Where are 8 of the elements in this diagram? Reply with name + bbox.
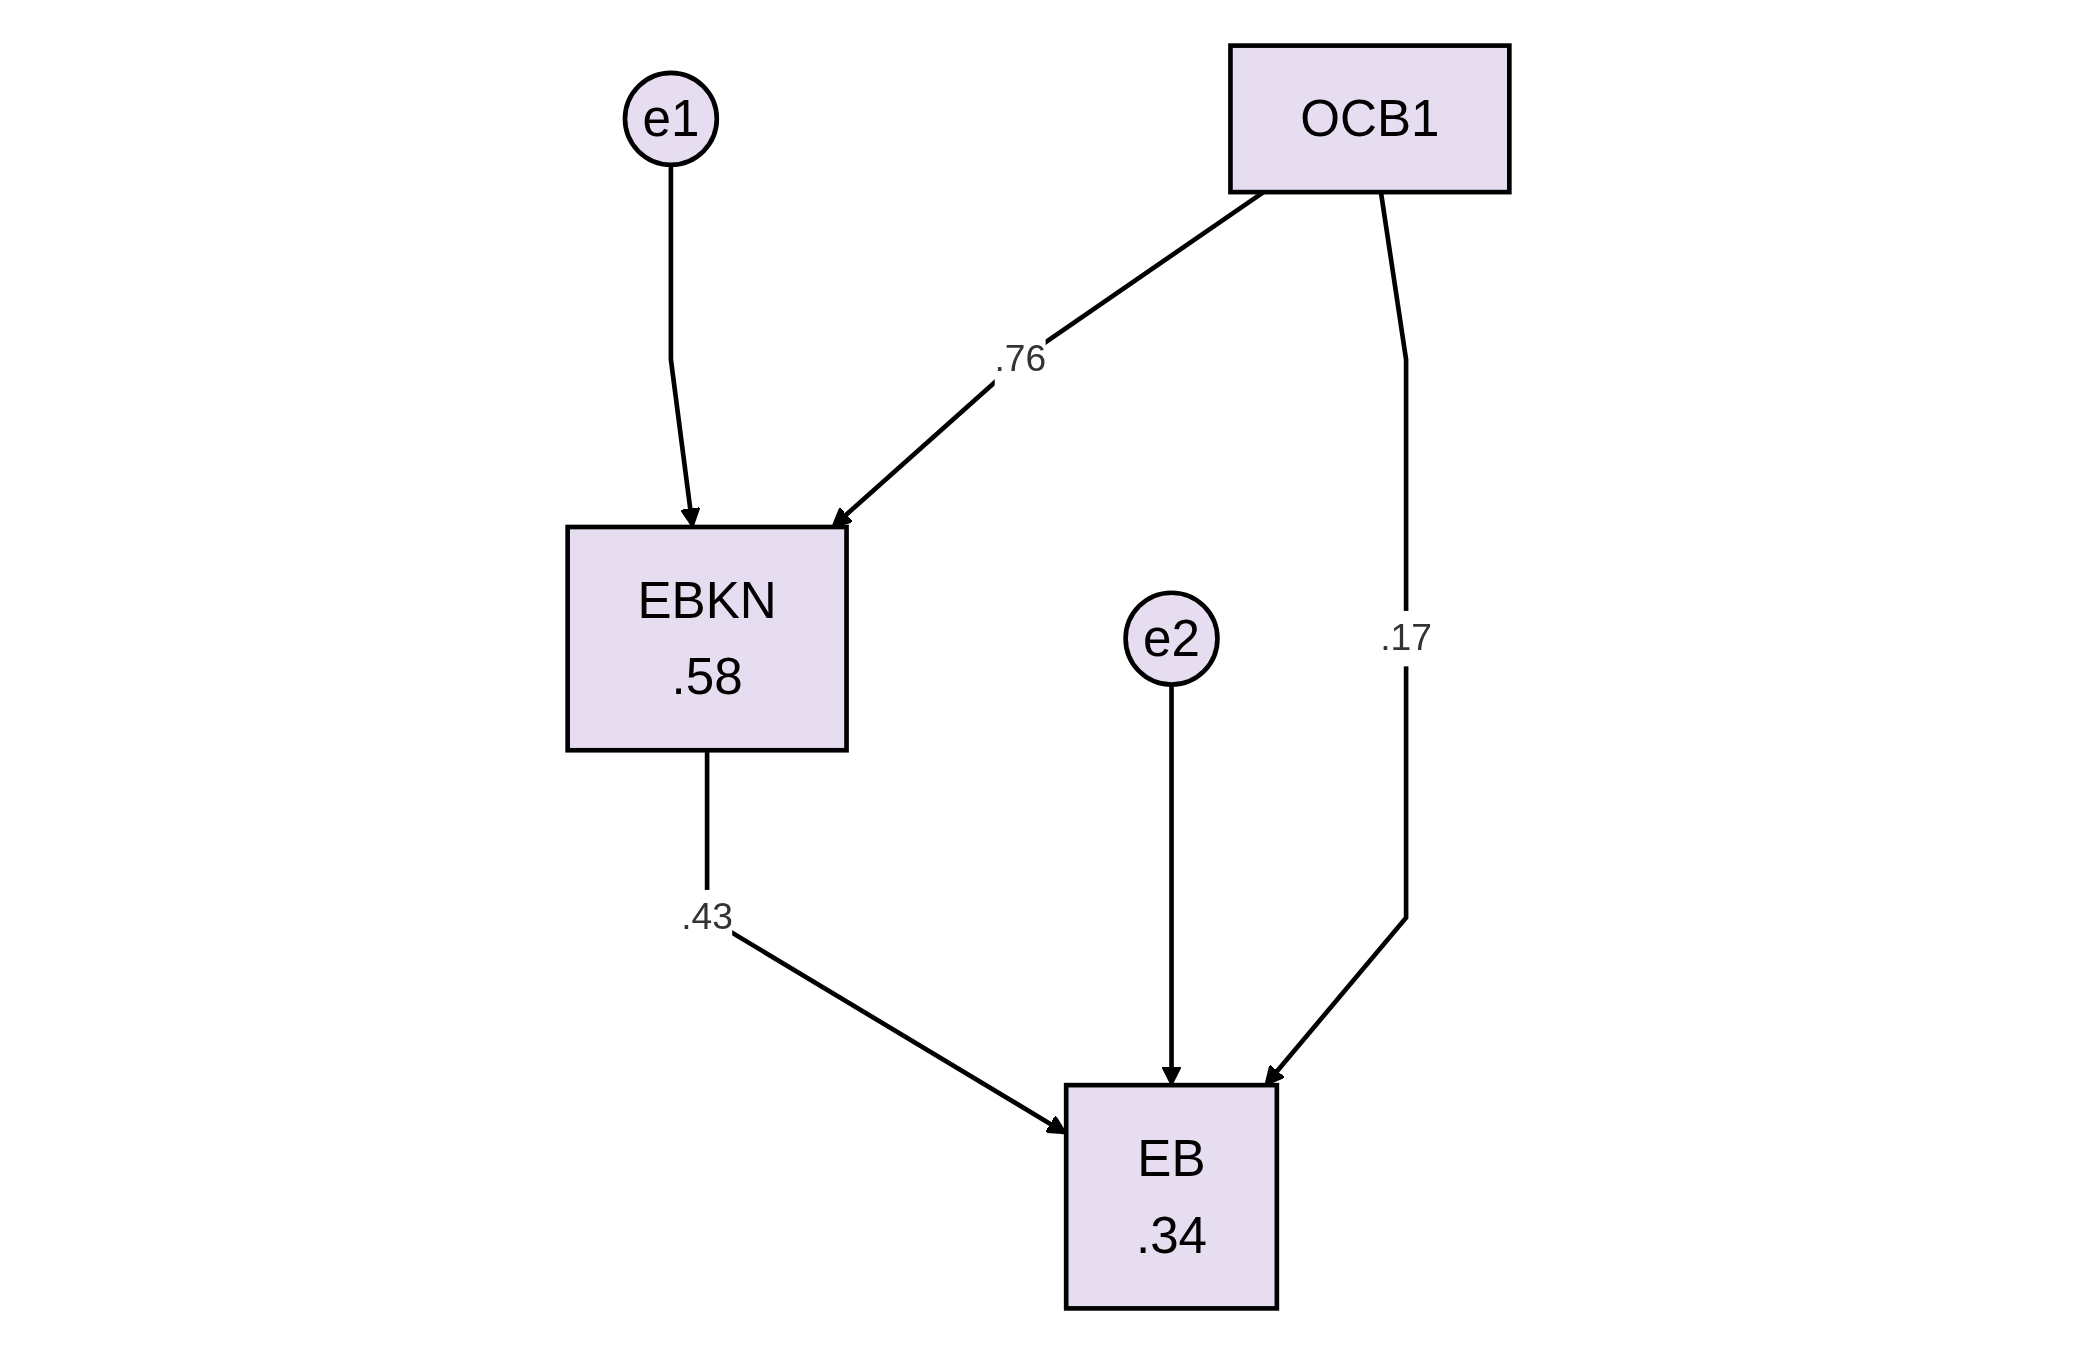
edge-label: .76: [994, 338, 1047, 378]
node-box: EB .34: [1063, 1082, 1280, 1311]
edge-label: .43: [681, 896, 733, 936]
node-box: OCB1: [1228, 42, 1512, 194]
node-circle: e1: [622, 70, 720, 167]
edge-label: .17: [1380, 617, 1432, 657]
node-circle: e2: [1123, 589, 1220, 687]
node-box: EBKN .58: [565, 524, 849, 753]
